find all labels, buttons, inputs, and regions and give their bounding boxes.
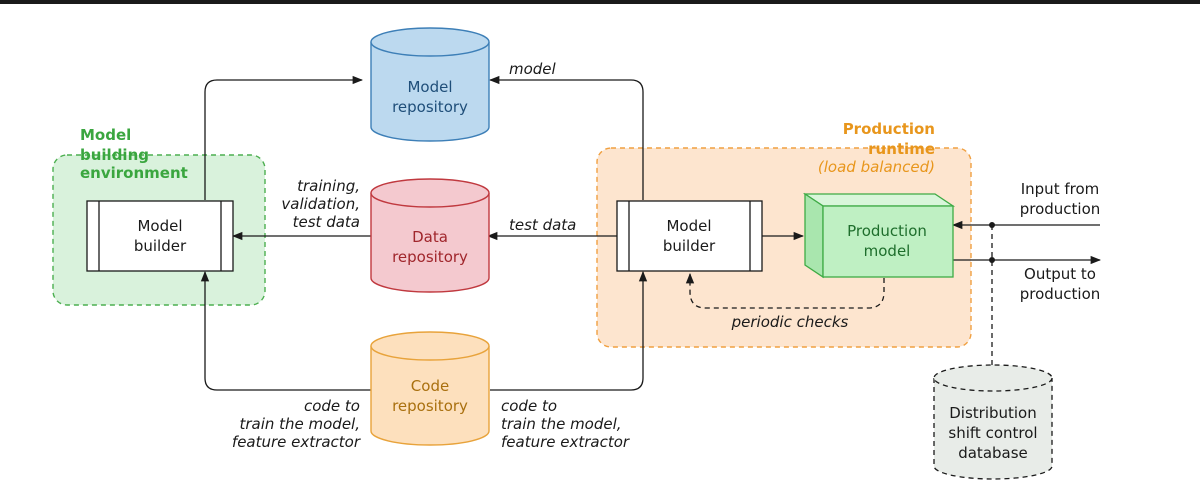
builder-right-label-1: Model [666,217,711,235]
arrow-left-builder-to-model-repo [204,75,364,200]
flow-label-test-data: test data [509,216,576,234]
dist-db-label-1: Distribution [949,404,1037,422]
dist-db-label-3: database [958,444,1028,462]
data-repository-cylinder: Data repository [370,178,490,293]
flow-label-code-right-2: train the model, [501,415,622,433]
flow-label-periodic-checks: periodic checks [731,313,849,331]
flow-label-code-left-2: train the model, [239,415,360,433]
flow-label-code-left-1: code to [304,397,360,415]
building-env-label-1: Model [80,126,131,144]
arrow-code-repo-to-left-builder [200,270,372,391]
periodic-checks-loop [685,272,885,309]
prod-model-label-1: Production [847,222,927,240]
code-repo-label-1: Code [411,377,449,395]
tap-dot-output [989,257,995,263]
flow-label-output-2: production [1020,285,1101,303]
flow-label-code-right-1: code to [501,397,557,415]
flow-label-training-3: test data [293,213,360,231]
top-border [0,0,1200,4]
data-repo-label-1: Data [412,228,448,246]
production-model-box: Production model [802,192,956,279]
builder-right-label-2: builder [663,237,716,255]
flow-label-input-1: Input from [1021,180,1100,198]
data-repo-label-2: repository [392,248,468,266]
production-runtime-label-2: runtime [868,140,935,158]
flow-label-output-1: Output to [1024,265,1096,283]
code-repo-label-2: repository [392,397,468,415]
distribution-shift-database-cylinder: Distribution shift control database [933,364,1053,480]
flow-label-model: model [509,60,557,78]
flow-label-code-left-3: feature extractor [232,433,361,451]
prod-model-label-2: model [864,242,911,260]
dist-db-label-2: shift control [948,424,1037,442]
production-runtime-label-1: Production [843,120,935,138]
flow-label-code-right-3: feature extractor [501,433,630,451]
builder-left-label-1: Model [137,217,182,235]
arrow-code-repo-to-right-builder [490,270,648,391]
code-repository-cylinder: Code repository [370,331,490,446]
flow-label-training-2: validation, [281,195,360,213]
production-runtime-note: (load balanced) [818,158,935,176]
tap-dot-input [989,222,995,228]
flow-label-input-2: production [1020,200,1101,218]
model-repository-cylinder: Model repository [370,27,490,142]
model-repo-label-2: repository [392,98,468,116]
model-builder-left: Model builder [86,200,234,272]
flow-label-training-1: training, [297,177,360,195]
model-builder-right: Model builder [616,200,763,272]
building-env-label-2: building [80,146,149,164]
arrow-right-builder-to-model-repo [488,75,644,200]
builder-left-label-2: builder [134,237,187,255]
building-env-label-3: environment [80,164,188,182]
model-repo-label-1: Model [407,78,452,96]
